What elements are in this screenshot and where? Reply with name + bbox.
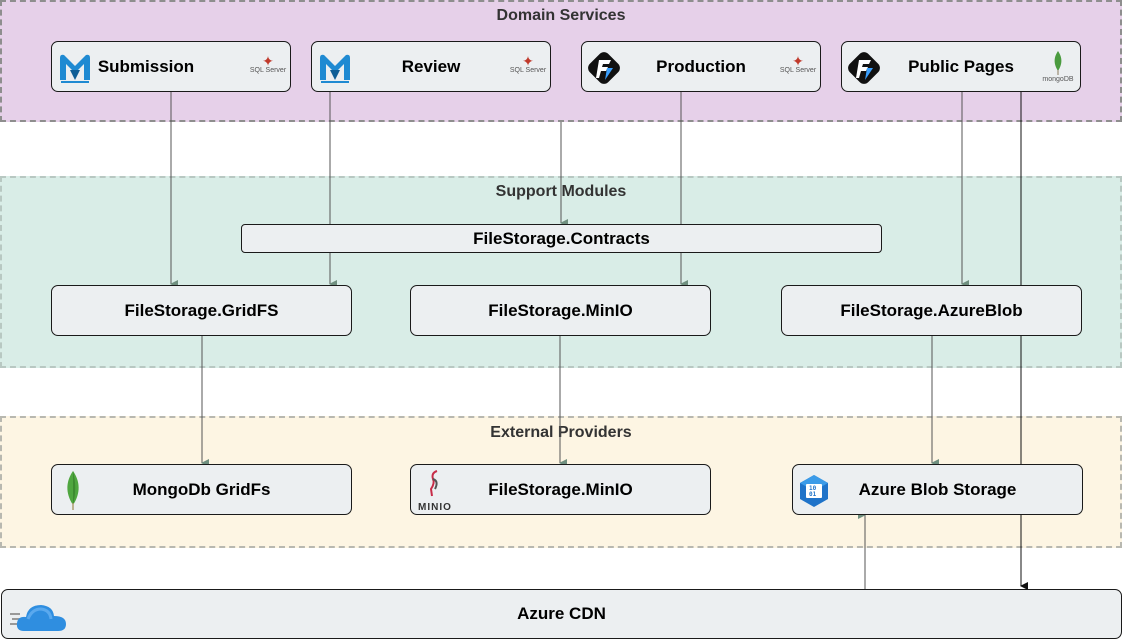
mongodb-leaf-icon: [67, 471, 79, 510]
svg-text:01: 01: [809, 491, 817, 498]
fastendpoints-icon: [588, 52, 620, 84]
external-providers-title: External Providers: [490, 424, 632, 441]
filestorage-minio-node[interactable]: FileStorage.MinIO: [410, 285, 711, 336]
fastendpoints-icon: [848, 52, 880, 84]
mediatr-icon: [320, 54, 350, 83]
filestorage-azureblob-label: FileStorage.AzureBlob: [840, 300, 1023, 320]
azure-blob-icon: 10 01: [800, 475, 828, 507]
azure-blob-storage-label: Azure Blob Storage: [858, 479, 1017, 499]
submission-label: Submission: [97, 56, 195, 76]
mongodb-gridfs-node[interactable]: MongoDb GridFs: [51, 464, 352, 515]
mongodb-gridfs-label: MongoDb GridFs: [132, 479, 271, 499]
filestorage-minio-label: FileStorage.MinIO: [488, 300, 633, 320]
support-modules-title: Support Modules: [495, 183, 627, 200]
public-pages-label: Public Pages: [908, 56, 1014, 76]
filestorage-gridfs-node[interactable]: FileStorage.GridFS: [51, 285, 352, 336]
filestorage-contracts-label: FileStorage.Contracts: [473, 228, 650, 248]
sql-server-logo: ✦ SQL Server: [509, 53, 547, 74]
production-label: Production: [656, 56, 746, 76]
azure-blob-storage-node[interactable]: 10 01 Azure Blob Storage: [792, 464, 1083, 515]
minio-icon: MINIO: [415, 469, 455, 513]
mediatr-icon: [60, 54, 90, 83]
sql-server-logo: ✦ SQL Server: [249, 53, 287, 74]
filestorage-azureblob-node[interactable]: FileStorage.AzureBlob: [781, 285, 1082, 336]
review-node[interactable]: Review ✦ SQL Server: [311, 41, 551, 92]
filestorage-gridfs-label: FileStorage.GridFS: [124, 300, 279, 320]
mongodb-logo: mongoDB: [1040, 51, 1076, 84]
filestorage-contracts-node[interactable]: FileStorage.Contracts: [241, 224, 882, 253]
cloud-icon: [10, 605, 66, 631]
domain-services-title: Domain Services: [496, 7, 626, 24]
public-pages-node[interactable]: Public Pages mongoDB: [841, 41, 1081, 92]
minio-provider-label: FileStorage.MinIO: [488, 479, 633, 499]
support-modules-group: Support Modules: [0, 176, 1122, 368]
sql-server-logo: ✦ SQL Server: [779, 53, 817, 74]
minio-provider-node[interactable]: MINIO FileStorage.MinIO: [410, 464, 711, 515]
azure-cdn-node[interactable]: Azure CDN: [1, 589, 1122, 639]
svg-text:10: 10: [809, 485, 817, 492]
review-label: Review: [401, 56, 461, 76]
production-node[interactable]: Production ✦ SQL Server: [581, 41, 821, 92]
submission-node[interactable]: Submission ✦ SQL Server: [51, 41, 291, 92]
azure-cdn-label: Azure CDN: [517, 604, 606, 623]
